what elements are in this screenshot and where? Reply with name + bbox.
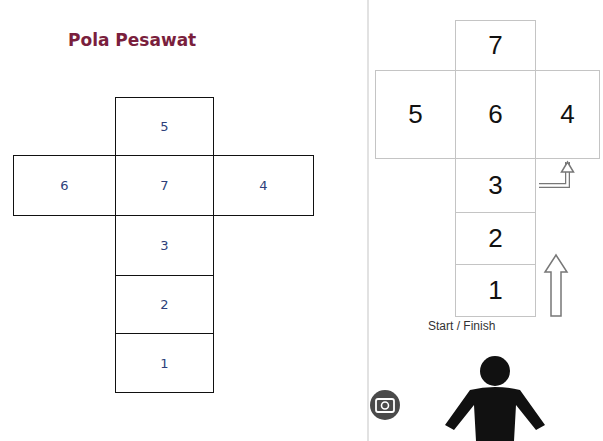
bent-arrow (539, 162, 574, 186)
box-number: 6 (60, 178, 68, 193)
hopscotch-box: 3 (115, 215, 214, 276)
hopscotch-box: 6 (13, 155, 116, 216)
divider-line (367, 0, 369, 441)
box-number: 6 (488, 99, 502, 130)
hopscotch-box: 1 (115, 333, 214, 393)
hopscotch-box: 4 (213, 155, 314, 216)
person-silhouette (445, 356, 545, 441)
hopscotch-box: 7 (115, 155, 214, 216)
hopscotch-box: 6 (455, 70, 536, 159)
up-arrow (545, 255, 567, 316)
box-number: 4 (560, 99, 574, 130)
hopscotch-box: 1 (455, 264, 536, 317)
hopscotch-box: 7 (455, 20, 536, 71)
title: Pola Pesawat (68, 30, 196, 50)
box-number: 4 (259, 178, 267, 193)
box-number: 7 (488, 30, 502, 61)
box-number: 2 (488, 223, 502, 254)
camera-icon (370, 390, 400, 420)
hopscotch-box: 3 (455, 158, 536, 213)
hopscotch-box: 5 (375, 70, 456, 159)
box-number: 3 (160, 238, 168, 253)
box-number: 5 (408, 99, 422, 130)
box-number: 7 (160, 178, 168, 193)
box-number: 2 (160, 297, 168, 312)
box-number: 5 (160, 119, 168, 134)
box-number: 1 (488, 275, 502, 306)
box-number: 3 (488, 170, 502, 201)
hopscotch-box: 2 (115, 275, 214, 334)
start-label: Start / Finish (428, 319, 495, 333)
box-number: 1 (160, 356, 168, 371)
hopscotch-box: 5 (115, 97, 214, 156)
hopscotch-box: 4 (535, 70, 600, 159)
hopscotch-box: 2 (455, 212, 536, 265)
